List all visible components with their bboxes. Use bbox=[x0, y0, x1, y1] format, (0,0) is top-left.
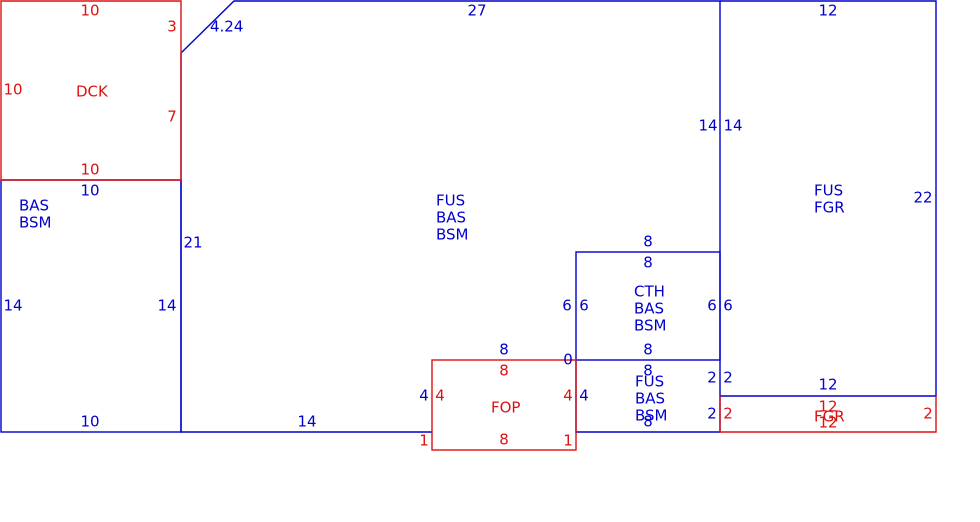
fop-corner-left-dimension: 1 bbox=[419, 432, 429, 450]
cth-label-line-1: CTH bbox=[634, 283, 665, 301]
fus-small-right-dimension: 2 bbox=[707, 369, 717, 387]
dck-top-dimension: 10 bbox=[80, 2, 99, 20]
bas-left-right-dimension: 14 bbox=[157, 297, 176, 315]
cth-left-outer-dimension: 6 bbox=[562, 297, 572, 315]
fop-outline bbox=[431, 359, 577, 451]
fus-small-label-line-1: FUS bbox=[635, 373, 664, 391]
fus-small-bottom-dimension: 8 bbox=[643, 413, 653, 431]
fus-main-label-line-1: FUS bbox=[436, 192, 465, 210]
fus-main-right-dimension: 14 bbox=[698, 117, 717, 135]
cth-right-dimension: 6 bbox=[707, 297, 717, 315]
fus-fgr-bottom-dimension: 12 bbox=[818, 376, 837, 394]
cth-corner-dimension: 0 bbox=[563, 351, 573, 369]
fus-small-left-dimension: 4 bbox=[579, 387, 589, 405]
cth-bottom-dimension: 8 bbox=[643, 341, 653, 359]
cth-label-line-2: BAS bbox=[634, 300, 664, 318]
fus-main-bottom-dimension: 14 bbox=[297, 413, 316, 431]
fop-top-outer-dimension: 8 bbox=[499, 341, 509, 359]
fgr-right-dimension: 2 bbox=[923, 405, 933, 423]
cth-top-outer-dimension: 8 bbox=[643, 233, 653, 251]
dck-right-lower-dimension: 7 bbox=[167, 108, 177, 126]
fus-small-label-line-2: BAS bbox=[635, 390, 665, 408]
dck-left-dimension: 10 bbox=[3, 81, 22, 99]
dck-room-label: DCK bbox=[76, 83, 109, 101]
bas-left-label-line-2: BSM bbox=[19, 214, 52, 232]
fgr-left-outer-dimension: 2 bbox=[707, 405, 717, 423]
fus-small-right-outer-dimension: 2 bbox=[723, 369, 733, 387]
fgr-room-label: FGR bbox=[814, 408, 845, 426]
fus-fgr-left-dimension: 14 bbox=[723, 117, 742, 135]
fus-fgr-right-dimension: 22 bbox=[913, 189, 932, 207]
fus-fgr-label-line-2: FGR bbox=[814, 199, 845, 217]
fus-small-label-line-3: BSM bbox=[635, 407, 668, 425]
cth-label-line-3: BSM bbox=[634, 317, 667, 335]
bas-left-bottom-dimension: 10 bbox=[80, 413, 99, 431]
fus-fgr-top-dimension: 12 bbox=[818, 2, 837, 20]
dck-outline bbox=[0, 0, 182, 181]
fop-left-outer-dimension: 4 bbox=[419, 387, 429, 405]
fus-main-label-line-3: BSM bbox=[436, 226, 469, 244]
fus-small-top-dimension: 8 bbox=[643, 362, 653, 380]
fgr-top-dimension: 12 bbox=[818, 398, 837, 416]
cth-left-dimension: 6 bbox=[579, 297, 589, 315]
dck-bottom-dimension: 10 bbox=[80, 161, 99, 179]
fgr-left-dimension: 2 bbox=[723, 405, 733, 423]
bas-left-top-dimension: 10 bbox=[80, 182, 99, 200]
fgr-bottom-dimension: 12 bbox=[818, 414, 837, 432]
fus-fgr-label-line-1: FUS bbox=[814, 182, 843, 200]
fop-left-dimension: 4 bbox=[435, 387, 445, 405]
fus-main-left-dimension: 21 bbox=[183, 234, 202, 252]
bas-left-left-dimension: 14 bbox=[3, 297, 22, 315]
fus-main-diagonal-dimension: 4.24 bbox=[210, 18, 243, 36]
cth-top-dimension: 8 bbox=[643, 254, 653, 272]
dck-right-dimension: 3 bbox=[167, 18, 177, 36]
bas-left-label-line-1: BAS bbox=[19, 197, 49, 215]
fus-main-top-dimension: 27 bbox=[467, 2, 486, 20]
fop-right-dimension: 4 bbox=[563, 387, 573, 405]
fgr-outline bbox=[719, 396, 937, 433]
fus-fgr-outline bbox=[720, 0, 937, 397]
fop-top-dimension: 8 bbox=[499, 362, 509, 380]
cth-right-outer-dimension: 6 bbox=[723, 297, 733, 315]
fus-main-label-line-2: BAS bbox=[436, 209, 466, 227]
fop-bottom-dimension: 8 bbox=[499, 431, 509, 449]
fop-room-label: FOP bbox=[491, 399, 520, 417]
fop-corner-right-dimension: 1 bbox=[563, 432, 573, 450]
